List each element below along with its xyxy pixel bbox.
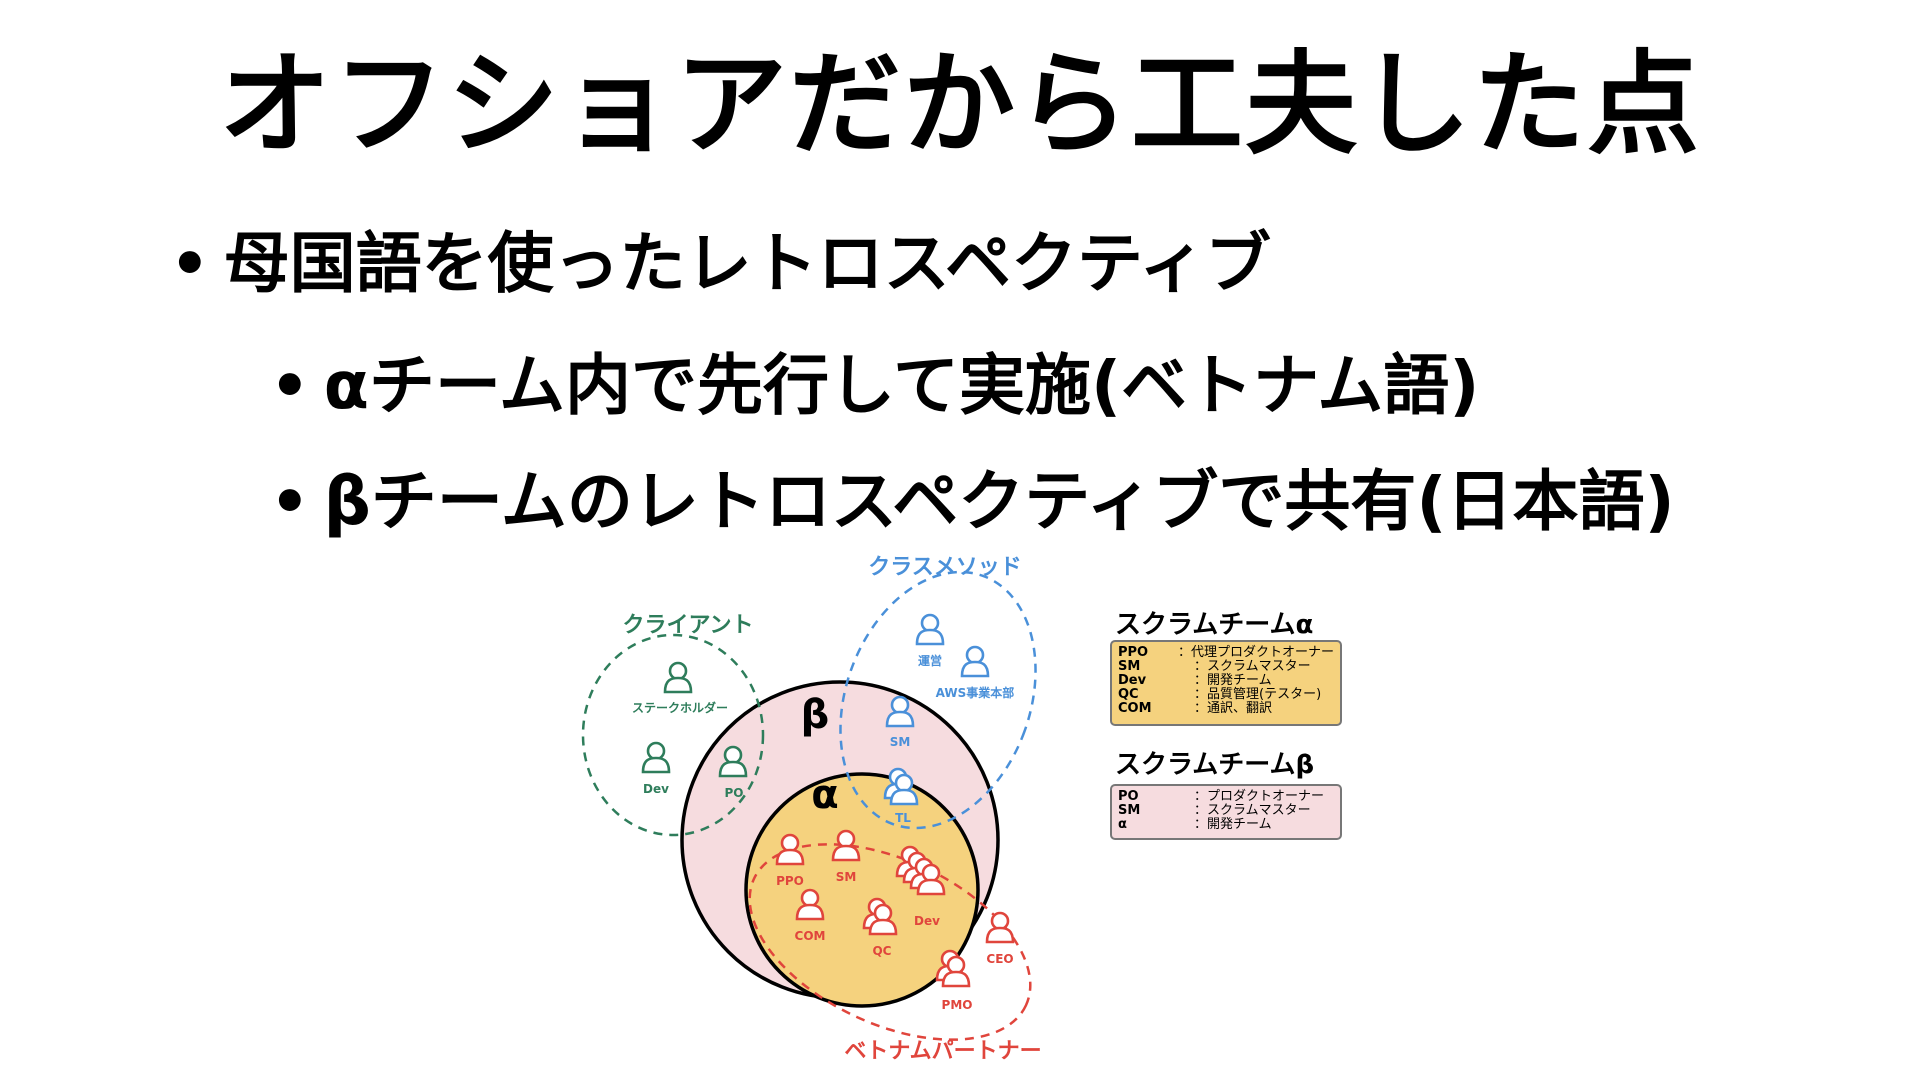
page-title: オフショアだから工夫した点 bbox=[219, 40, 1701, 170]
client-group-label: クライアント bbox=[622, 613, 753, 638]
legend-key: SM bbox=[1118, 659, 1141, 674]
legend-row: PPO ：代理プロダクトオーナー bbox=[1118, 646, 1334, 660]
com-label: COM bbox=[795, 929, 826, 943]
legend-key: PO bbox=[1118, 789, 1139, 804]
legend-row: COM ：通訳、翻訳 bbox=[1118, 702, 1334, 716]
legend-value: ：品質管理(テスター) bbox=[1194, 687, 1322, 702]
legend-value: ：開発チーム bbox=[1194, 817, 1272, 832]
legend-key: SM bbox=[1118, 803, 1141, 818]
legend-key: Dev bbox=[1118, 673, 1147, 688]
bullet-text: αチーム内で先行して実施(ベトナム語) bbox=[323, 347, 1480, 424]
unei-person-icon bbox=[915, 613, 945, 646]
legend-value: ：スクラムマスター bbox=[1194, 659, 1311, 674]
legend-value: ：開発チーム bbox=[1194, 673, 1272, 688]
stakeholder-person-icon bbox=[663, 661, 693, 694]
bullet-retrospective: •母国語を使ったレトロスペクティブ bbox=[170, 224, 1271, 304]
legend-value: ：通訳、翻訳 bbox=[1194, 701, 1273, 716]
legend-row: QC ：品質管理(テスター) bbox=[1118, 688, 1334, 702]
aws-person-icon bbox=[960, 645, 990, 678]
cm-sm-label: SM bbox=[890, 735, 911, 749]
vietnam-group-label: ベトナムパートナー bbox=[844, 1039, 1041, 1064]
client-dev-label: Dev bbox=[643, 782, 669, 796]
bullet-text: βチームのレトロスペクティブで共有(日本語) bbox=[323, 463, 1675, 540]
bullet-dot: • bbox=[170, 227, 210, 300]
alpha-label: α bbox=[811, 772, 838, 818]
legend-beta-title: スクラムチームβ bbox=[1115, 750, 1315, 780]
qc-label: QC bbox=[872, 944, 891, 958]
legend-row: SM ：スクラムマスター bbox=[1118, 660, 1334, 674]
client-dev-person-icon bbox=[641, 741, 671, 774]
bullet-dot: • bbox=[270, 465, 310, 538]
legend-key: COM bbox=[1118, 701, 1152, 716]
vietnam-group-ellipse bbox=[748, 843, 1032, 1041]
bullet-dot: • bbox=[270, 349, 310, 422]
pmo-label: PMO bbox=[942, 998, 973, 1012]
beta-label: β bbox=[801, 692, 830, 738]
alpha-circle bbox=[744, 772, 980, 1008]
legend-value: ：代理プロダクトオーナー bbox=[1177, 645, 1334, 660]
unei-label: 運営 bbox=[918, 653, 942, 668]
legend-alpha-title: スクラムチームα bbox=[1115, 610, 1314, 640]
dev-label: Dev bbox=[914, 914, 940, 928]
vn-sm-label: SM bbox=[836, 870, 857, 884]
legend-row: SM ：スクラムマスター bbox=[1118, 804, 1334, 818]
bullet-text: 母国語を使ったレトロスペクティブ bbox=[223, 225, 1272, 302]
client-po-label: PO bbox=[725, 786, 744, 800]
bullet-beta: •βチームのレトロスペクティブで共有(日本語) bbox=[270, 462, 1675, 542]
classmethod-group-ellipse bbox=[839, 570, 1037, 830]
ppo-label: PPO bbox=[776, 874, 804, 888]
legend-row: Dev ：開発チーム bbox=[1118, 674, 1334, 688]
legend-value: ：スクラムマスター bbox=[1194, 803, 1311, 818]
tl-label: TL bbox=[895, 811, 911, 825]
legend-key: α bbox=[1118, 817, 1127, 832]
client-group-ellipse bbox=[581, 633, 765, 837]
legend-beta-box: PO ：プロダクトオーナー SM ：スクラムマスター α ：開発チーム bbox=[1110, 784, 1342, 840]
stakeholder-label: ステークホルダー bbox=[632, 700, 728, 715]
legend-value: ：プロダクトオーナー bbox=[1194, 789, 1325, 804]
aws-label: AWS事業本部 bbox=[936, 685, 1015, 700]
legend-key: PPO bbox=[1118, 645, 1149, 660]
legend-key: QC bbox=[1118, 687, 1139, 702]
ceo-label: CEO bbox=[986, 952, 1013, 966]
legend-alpha-box: PPO ：代理プロダクトオーナー SM ：スクラムマスター Dev ：開発チーム QC ：品質… bbox=[1110, 640, 1342, 726]
legend-row: α ：開発チーム bbox=[1118, 818, 1334, 832]
bullet-alpha: •αチーム内で先行して実施(ベトナム語) bbox=[270, 346, 1479, 426]
classmethod-group-label: クラスメソッド bbox=[868, 555, 1022, 580]
ceo-person-icon bbox=[985, 911, 1015, 944]
legend-row: PO ：プロダクトオーナー bbox=[1118, 790, 1334, 804]
